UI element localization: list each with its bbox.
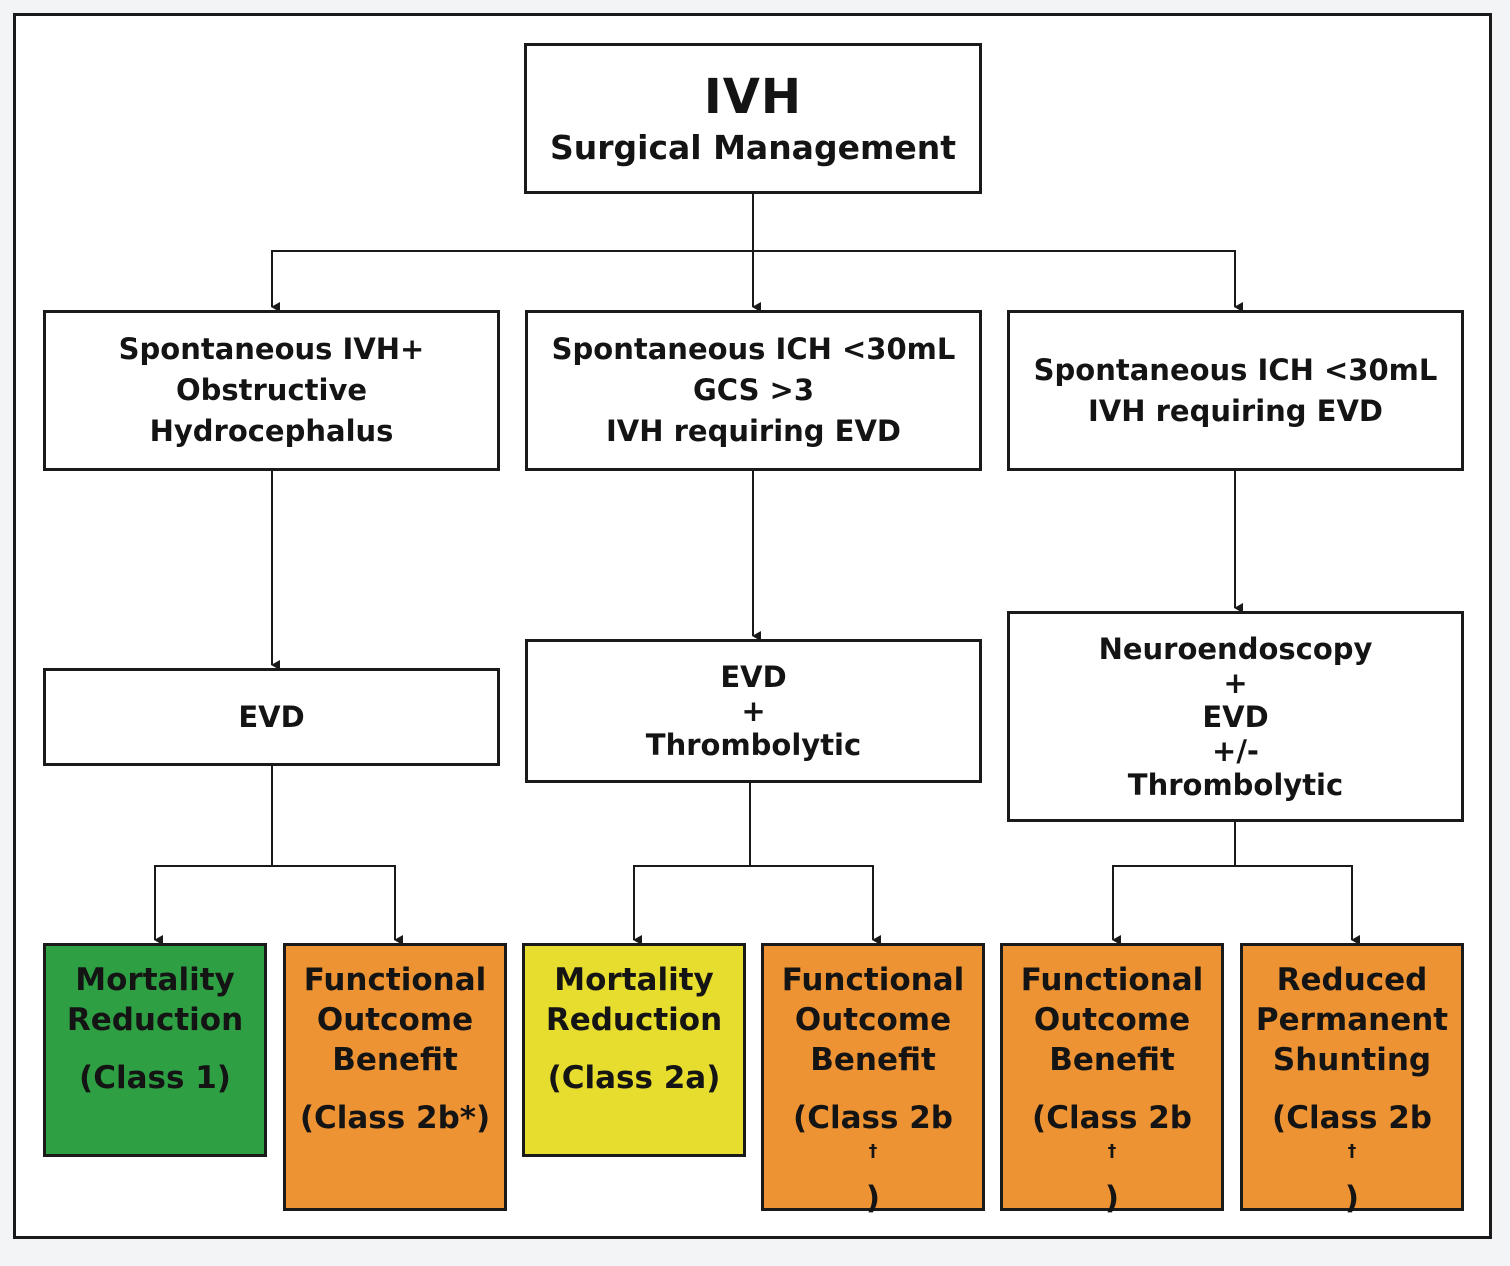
intervention-line: EVD	[238, 699, 305, 734]
intervention-line: EVD	[1202, 699, 1269, 734]
outcome-box-6: Reduced Permanent Shunting (Class 2b †)	[1240, 943, 1464, 1216]
outcome-box-5: Functional Outcome Benefit (Class 2b †)	[1000, 943, 1224, 1216]
class-text: (Class 2b*)	[299, 1100, 491, 1136]
criteria-line: Spontaneous ICH <30mL	[551, 332, 956, 366]
criteria-box-3: Spontaneous ICH <30mL IVH requiring EVD	[1007, 310, 1464, 471]
fork-col3	[1112, 865, 1353, 940]
fork-col2	[633, 865, 874, 940]
fork-col1	[154, 865, 396, 940]
outcome-line: Benefit	[1049, 1042, 1175, 1078]
intervention-line: +	[1223, 665, 1248, 700]
class-label: (Class 2b*)	[300, 1098, 490, 1138]
intervention-line: Thrombolytic	[645, 728, 862, 762]
outcome-line: Reduction	[66, 1002, 244, 1038]
intervention-line: Neuroendoscopy	[1098, 631, 1373, 666]
outcome-line: Permanent	[1255, 1002, 1449, 1038]
class-close: )	[1344, 1180, 1360, 1216]
outcome-line: Mortality	[554, 962, 714, 998]
root-title: IVH	[703, 68, 803, 125]
intervention-line: +/-	[1212, 733, 1259, 768]
criteria-line: Spontaneous ICH <30mL	[1033, 352, 1438, 387]
outcome-line: Outcome	[1033, 1002, 1191, 1038]
intervention-line: +	[741, 694, 766, 728]
outcome-line: Benefit	[810, 1042, 936, 1078]
criteria-line: Spontaneous IVH+	[118, 332, 425, 366]
outcome-box-3: Mortality Reduction (Class 2a)	[522, 943, 746, 1157]
intervention-box-1: EVD	[43, 668, 500, 766]
criteria-box-2: Spontaneous ICH <30mL GCS >3 IVH requiri…	[525, 310, 982, 471]
outcome-line: Benefit	[332, 1042, 458, 1078]
criteria-line: IVH requiring EVD	[606, 414, 901, 448]
root-subtitle: Surgical Management	[549, 127, 956, 167]
class-close: )	[865, 1180, 881, 1216]
class-close: )	[1104, 1180, 1120, 1216]
class-text: (Class 2b	[1272, 1100, 1432, 1136]
criteria-line: Obstructive	[175, 373, 368, 407]
outcome-line: Functional	[1020, 962, 1204, 998]
dagger-mark: †	[868, 1141, 878, 1162]
intervention-line: Thrombolytic	[1127, 767, 1344, 802]
outcome-line: Shunting	[1272, 1042, 1432, 1078]
outcome-line: Mortality	[75, 962, 235, 998]
intervention-box-2: EVD + Thrombolytic	[525, 639, 982, 783]
class-label: (Class 2a)	[548, 1058, 721, 1098]
outcome-line: Reduction	[545, 1002, 723, 1038]
outcome-line: Outcome	[316, 1002, 474, 1038]
class-text: (Class 2b	[793, 1100, 953, 1136]
class-label: (Class 2b †)	[1272, 1098, 1432, 1218]
dagger-mark: †	[1347, 1141, 1357, 1162]
class-text: (Class 2b	[1032, 1100, 1192, 1136]
dagger-mark: †	[1107, 1141, 1117, 1162]
outcome-box-1: Mortality Reduction (Class 1)	[43, 943, 267, 1157]
class-text: (Class 1)	[79, 1060, 231, 1096]
intervention-box-3: Neuroendoscopy + EVD +/- Thrombolytic	[1007, 611, 1464, 822]
outcome-box-2: Functional Outcome Benefit (Class 2b*)	[283, 943, 507, 1211]
branch-bar	[271, 250, 1236, 307]
intervention-line: EVD	[720, 660, 787, 694]
outcome-line: Functional	[303, 962, 487, 998]
criteria-box-1: Spontaneous IVH+ Obstructive Hydrocephal…	[43, 310, 500, 471]
criteria-line: GCS >3	[692, 373, 815, 407]
outcome-line: Reduced	[1276, 962, 1428, 998]
outcome-box-4: Functional Outcome Benefit (Class 2b †)	[761, 943, 985, 1216]
root-box: IVH Surgical Management	[524, 43, 982, 194]
criteria-line: IVH requiring EVD	[1088, 393, 1383, 428]
outcome-line: Outcome	[794, 1002, 952, 1038]
class-text: (Class 2a)	[547, 1060, 721, 1096]
class-label: (Class 2b †)	[793, 1098, 953, 1218]
outcome-line: Functional	[781, 962, 965, 998]
class-label: (Class 1)	[79, 1058, 231, 1098]
class-label: (Class 2b †)	[1032, 1098, 1192, 1218]
criteria-line: Hydrocephalus	[149, 414, 394, 448]
